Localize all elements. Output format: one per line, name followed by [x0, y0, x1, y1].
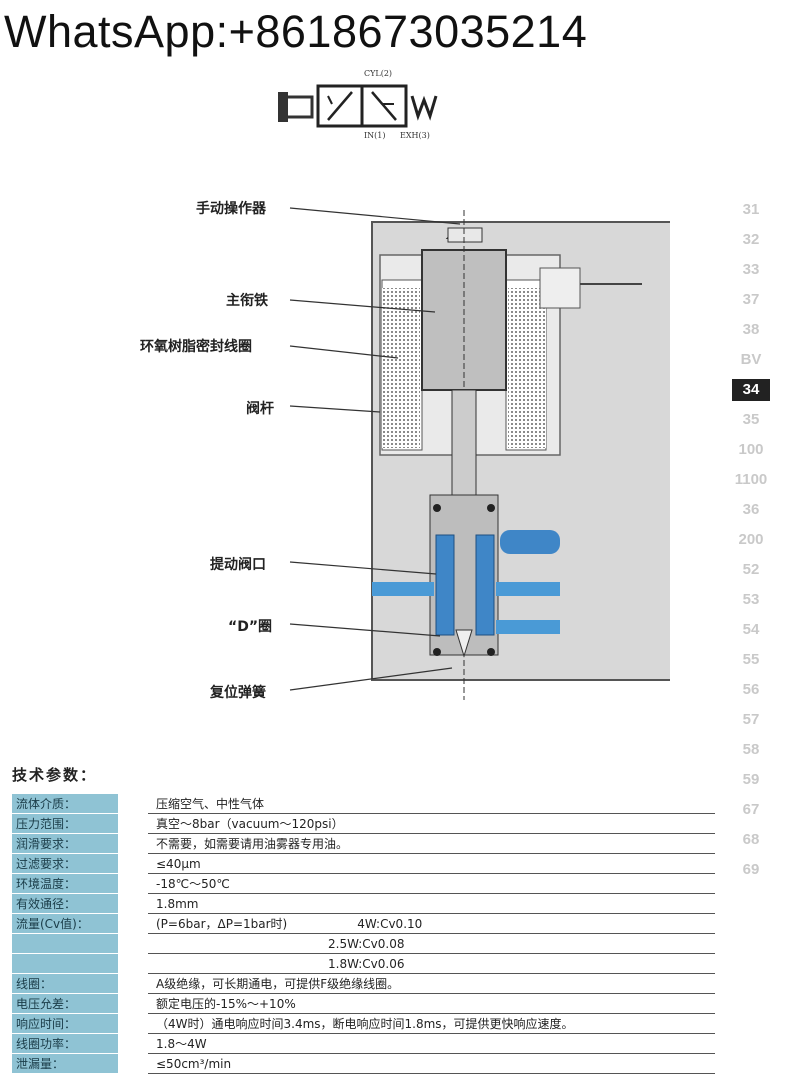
- page-link-57[interactable]: 57: [742, 711, 760, 728]
- page-link-32[interactable]: 32: [742, 231, 760, 248]
- spec-key: [12, 934, 118, 954]
- cyl-port-label: CYL(2): [364, 69, 392, 78]
- spec-value: A级绝缘，可长期通电，可提供F级绝缘线圈。: [148, 974, 715, 994]
- spec-row: 线圈： A级绝缘，可长期通电，可提供F级绝缘线圈。: [12, 974, 715, 994]
- spec-value-text: 2.5W:Cv0.08: [328, 937, 405, 951]
- spec-value-text: -18℃～50℃: [156, 877, 230, 891]
- spec-row: 压力范围： 真空～8bar（vacuum～120psi）: [12, 814, 715, 834]
- spec-value-text: 1.8mm: [156, 897, 199, 911]
- page-link-35[interactable]: 35: [742, 411, 760, 428]
- spec-value-text: 真空～8bar（vacuum～120psi）: [156, 817, 344, 831]
- spec-value-text: 额定电压的-15%～+10%: [156, 997, 296, 1011]
- spec-value: 真空～8bar（vacuum～120psi）: [148, 814, 715, 834]
- page-link-36[interactable]: 36: [742, 501, 760, 518]
- spec-value-text: A级绝缘，可长期通电，可提供F级绝缘线圈。: [156, 977, 400, 991]
- spec-value: (P=6bar，ΔP=1bar时) 4W:Cv0.10: [148, 914, 715, 934]
- spec-value: 额定电压的-15%～+10%: [148, 994, 715, 1014]
- spec-title: 技术参数：: [12, 766, 98, 784]
- whatsapp-watermark: WhatsApp:+8618673035214: [4, 6, 588, 57]
- spec-value: 压缩空气、中性气体: [148, 794, 715, 814]
- callout-manual-operator: 手动操作器: [196, 201, 266, 217]
- spec-row: 润滑要求： 不需要，如需要请用油雾器专用油。: [12, 834, 715, 854]
- spec-row: 环境温度： -18℃～50℃: [12, 874, 715, 894]
- page-link-1100[interactable]: 1100: [734, 471, 768, 488]
- spec-key: 润滑要求：: [12, 834, 118, 854]
- spec-key: 线圈：: [12, 974, 118, 994]
- spec-key: 响应时间：: [12, 1014, 118, 1034]
- page-link-33[interactable]: 33: [742, 261, 760, 278]
- page-link-38[interactable]: 38: [742, 321, 760, 338]
- page-link-31[interactable]: 31: [742, 201, 760, 218]
- spec-row: 响应时间： （4W时）通电响应时间3.4ms，断电响应时间1.8ms，可提供更快响…: [12, 1014, 715, 1034]
- spec-value: 1.8W:Cv0.06: [148, 954, 715, 974]
- page-link-58[interactable]: 58: [742, 741, 760, 758]
- spec-key: 环境温度：: [12, 874, 118, 894]
- spec-key: 有效通径：: [12, 894, 118, 914]
- spec-row: 有效通径： 1.8mm: [12, 894, 715, 914]
- spec-row: 2.5W:Cv0.08: [12, 934, 715, 954]
- callout-armature: 主衔铁: [226, 293, 268, 309]
- spec-value: （4W时）通电响应时间3.4ms，断电响应时间1.8ms，可提供更快响应速度。: [148, 1014, 715, 1034]
- spec-table: 流体介质： 压缩空气、中性气体压力范围： 真空～8bar（vacuum～120psi…: [12, 794, 715, 1074]
- callout-d-ring: “D”圈: [228, 619, 273, 635]
- spec-key: 压力范围：: [12, 814, 118, 834]
- spec-value-text: 1.8～4W: [156, 1037, 207, 1051]
- spec-value-text: 不需要，如需要请用油雾器专用油。: [156, 837, 349, 851]
- spec-value: ≤40μm: [148, 854, 715, 874]
- spec-key: 泄漏量：: [12, 1054, 118, 1074]
- page-link-56[interactable]: 56: [742, 681, 760, 698]
- spec-value-text: 1.8W:Cv0.06: [328, 957, 405, 971]
- spec-key: 流体介质：: [12, 794, 118, 814]
- callout-return-spring: 复位弹簧: [210, 685, 266, 701]
- spec-value: 1.8mm: [148, 894, 715, 914]
- callout-coil: 环氧树脂密封线圈: [140, 339, 252, 355]
- page-link-34[interactable]: 34: [732, 379, 770, 401]
- spec-key: 线圈功率：: [12, 1034, 118, 1054]
- page-link-52[interactable]: 52: [742, 561, 760, 578]
- spec-value-extra: 4W:Cv0.10: [357, 917, 423, 931]
- spec-value: ≤50cm³/min: [148, 1054, 715, 1074]
- in-port-label: IN(1): [364, 131, 386, 140]
- page-link-37[interactable]: 37: [742, 291, 760, 308]
- exh-port-label: EXH(3): [400, 131, 430, 140]
- spec-value-text: 压缩空气、中性气体: [156, 797, 265, 811]
- spec-key: 流量(Cv值)：: [12, 914, 118, 934]
- spec-value-text: （4W时）通电响应时间3.4ms，断电响应时间1.8ms，可提供更快响应速度。: [156, 1017, 574, 1031]
- spec-value-text: ≤50cm³/min: [156, 1057, 232, 1071]
- page-link-53[interactable]: 53: [742, 591, 760, 608]
- spec-row: 电压允差： 额定电压的-15%～+10%: [12, 994, 715, 1014]
- spec-key: 电压允差：: [12, 994, 118, 1014]
- page-link-BV[interactable]: BV: [740, 351, 762, 368]
- page-link-54[interactable]: 54: [742, 621, 760, 638]
- callout-poppet: 提动阀口: [210, 557, 266, 573]
- spec-value-text: ≤40μm: [156, 857, 201, 871]
- page-link-69[interactable]: 69: [742, 861, 760, 878]
- spec-value: -18℃～50℃: [148, 874, 715, 894]
- valve-cross-section: [289, 207, 670, 700]
- page-link-59[interactable]: 59: [742, 771, 760, 788]
- spec-value: 不需要，如需要请用油雾器专用油。: [148, 834, 715, 854]
- page-link-55[interactable]: 55: [742, 651, 760, 668]
- page-link-67[interactable]: 67: [742, 801, 760, 818]
- spec-row: 过滤要求： ≤40μm: [12, 854, 715, 874]
- spec-row: 线圈功率： 1.8～4W: [12, 1034, 715, 1054]
- spec-key: [12, 954, 118, 974]
- spec-value: 1.8～4W: [148, 1034, 715, 1054]
- spec-value-text: (P=6bar，ΔP=1bar时): [156, 917, 288, 931]
- spec-row: 1.8W:Cv0.06: [12, 954, 715, 974]
- spec-row: 泄漏量： ≤50cm³/min: [12, 1054, 715, 1074]
- spec-row: 流体介质： 压缩空气、中性气体: [12, 794, 715, 814]
- spec-value: 2.5W:Cv0.08: [148, 934, 715, 954]
- page-link-200[interactable]: 200: [738, 531, 764, 548]
- valve-symbol: CYL(2) IN(1) EXH(3): [278, 69, 438, 140]
- callout-stem: 阀杆: [246, 401, 274, 417]
- spec-row: 流量(Cv值)： (P=6bar，ΔP=1bar时) 4W:Cv0.10: [12, 914, 715, 934]
- page-link-68[interactable]: 68: [742, 831, 760, 848]
- page-link-100[interactable]: 100: [738, 441, 764, 458]
- spec-key: 过滤要求：: [12, 854, 118, 874]
